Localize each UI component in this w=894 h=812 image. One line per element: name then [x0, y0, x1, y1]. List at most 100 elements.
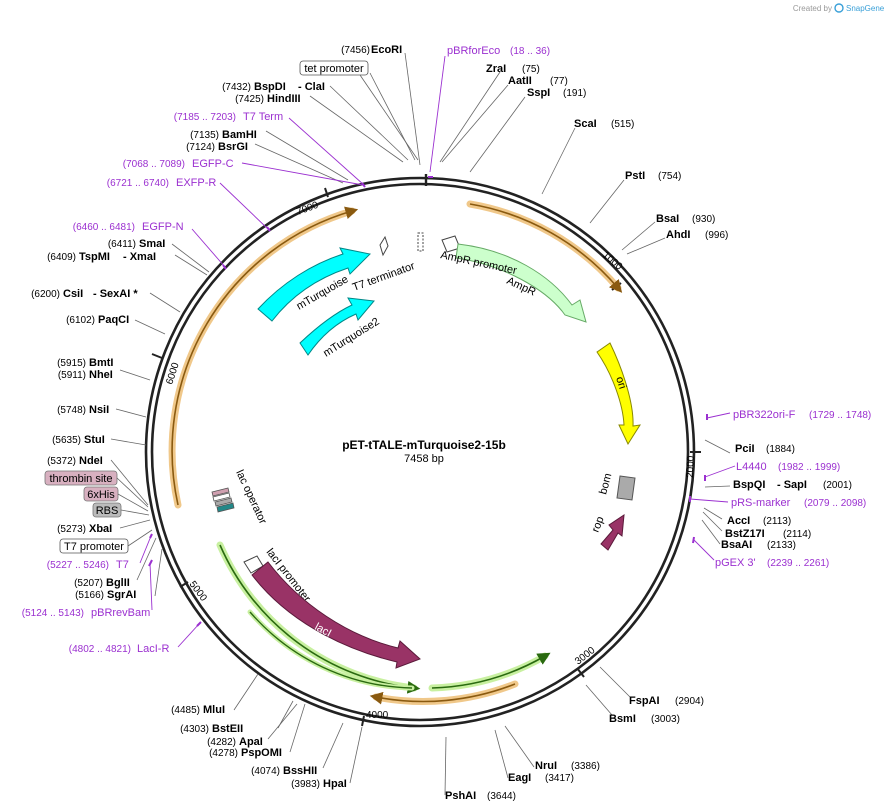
primer-egfp-n-range: (6460 .. 6481) [73, 222, 135, 233]
t7-terminator-symbol [379, 235, 389, 257]
tet-promoter-label: tet promoter [304, 63, 364, 75]
site-bmti-pos: (5915) [57, 358, 86, 369]
site-pshai-pos: (3644) [487, 791, 516, 802]
mturquoise-arrow [257, 247, 372, 322]
thrombin-site-box: thrombin site [44, 470, 149, 508]
site-ecori-pos: (7456) [341, 45, 370, 56]
lac-operator-blocks [211, 487, 235, 513]
site-tspmi-name: TspMI [79, 251, 110, 263]
primer-t7term-range: (7185 .. 7203) [174, 112, 236, 123]
primer-l4440-name: L4440 [736, 461, 767, 473]
site-bspdi-pos: (7432) [222, 82, 251, 93]
primer-pbr322ori-range: (1729 .. 1748) [809, 410, 871, 421]
site-bsteii-name: BstEII [212, 723, 243, 735]
leader-lines [110, 52, 731, 796]
site-eagi-name: EagI [508, 772, 531, 784]
site-bglii-pos: (5207) [74, 578, 103, 589]
rbs-box: RBS [92, 502, 150, 518]
site-ndei-name: NdeI [79, 455, 103, 467]
site-bsteii-pos: (4303) [180, 724, 209, 735]
site-tspmi-pos: (6409) [47, 252, 76, 263]
site-Arui-name: NruI [535, 760, 557, 772]
site-bspdi-extra: - ClaI [298, 81, 325, 93]
site-bspdi-name: BspDI [254, 81, 286, 93]
t7-promoter-label: T7 promoter [64, 541, 124, 553]
primer-egfp-c-name: EGFP-C [192, 158, 234, 170]
site-sspi-name: SspI [527, 87, 550, 99]
site-bsaai-name: BsaAI [721, 539, 752, 551]
t7-promoter-box: T7 promoter [59, 529, 153, 554]
site-zrai-pos: (75) [522, 64, 540, 75]
site-bstz17i-pos: (2114) [783, 529, 811, 540]
site-sgrai-pos: (5166) [75, 590, 104, 601]
site-bsrgi-pos: (7124) [186, 142, 215, 153]
site-hpai-pos: (3983) [291, 779, 320, 790]
site-nrui-pos: (3386) [571, 761, 600, 772]
primer-l4440-range: (1982 .. 1999) [778, 462, 840, 473]
site-pspomi-pos: (4278) [209, 748, 238, 759]
plasmid-name: pET-tTALE-mTurquoise2-15b [342, 438, 506, 452]
inner-arcs [168, 200, 623, 705]
site-aatii-name: AatII [508, 75, 532, 87]
site-bsmi-name: BsmI [609, 713, 636, 725]
site-hindiii-pos: (7425) [235, 94, 264, 105]
primer-egfp-n-name: EGFP-N [142, 221, 184, 233]
site-bamhi-pos: (7135) [190, 130, 219, 141]
arc-orange-left [168, 207, 356, 509]
site-bsshii-pos: (4074) [251, 766, 280, 777]
primer-pbrrevbam-range: (5124 .. 5143) [22, 608, 84, 619]
site-bsrgi-name: BsrGI [218, 141, 248, 153]
site-ndei-pos: (5372) [47, 456, 76, 467]
tick-4000: 4000 [366, 710, 389, 721]
site-fspai-name: FspAI [629, 695, 660, 707]
primer-pbrforeco-name: pBRforEco [447, 45, 500, 57]
site-xbai-pos: (5273) [57, 524, 86, 535]
site-ahdi-pos: (996) [705, 230, 728, 241]
snapgene-logo: SnapGene [834, 3, 885, 13]
site-acci-pos: (2113) [763, 516, 791, 527]
site-paqci-name: PaqCI [98, 314, 129, 326]
ampr-arrow [455, 243, 587, 323]
site-bsshii-name: BssHII [283, 765, 317, 777]
site-bsmi-pos: (3003) [651, 714, 680, 725]
primer-egfp-c-range: (7068 .. 7089) [123, 159, 185, 170]
primer-pbrforeco-range: (18 .. 36) [510, 46, 550, 57]
site-scai-name: ScaI [574, 118, 597, 130]
site-bstz17i-name: BstZ17I [725, 528, 765, 540]
site-bspqi-extra: - SapI [777, 479, 807, 491]
site-ahdi-name: AhdI [666, 229, 690, 241]
primer-prs-marker-range: (2079 .. 2098) [804, 498, 866, 509]
site-csii-pos: (6200) [31, 289, 60, 300]
site-hindiii-name: HindIII [267, 93, 301, 105]
site-xbai-name: XbaI [89, 523, 112, 535]
site-csii-name: CsiI [63, 288, 83, 300]
primer-laci-r-name: LacI-R [137, 643, 169, 655]
site-apai-pos: (4282) [207, 737, 236, 748]
primer-pbr322ori-name: pBR322ori-F [733, 409, 796, 421]
site-apai-name: ApaI [239, 736, 263, 748]
site-nhei-pos: (5911) [58, 370, 86, 381]
t7-terminator-label: T7 terminator [351, 260, 417, 294]
site-pcii-name: PciI [735, 443, 755, 455]
arc-orange-top-right [466, 200, 622, 292]
created-by-label: Created by [793, 4, 832, 13]
his-tag-label: 6xHis [87, 489, 115, 501]
primer-exfp-r-name: EXFP-R [176, 177, 216, 189]
rop-arrow [600, 514, 625, 551]
site-bamhi-name: BamHI [222, 129, 257, 141]
site-eagi-pos: (3417) [545, 773, 574, 784]
site-aatii-pos: (77) [550, 76, 568, 87]
site-pspomi-name: PspOMI [241, 747, 282, 759]
primer-prs-marker-name: pRS-marker [731, 497, 791, 509]
site-mlui-name: MluI [203, 704, 225, 716]
ori-arrow [596, 342, 642, 446]
site-pshai-name: PshAI [445, 790, 476, 802]
site-mlui-pos: (4485) [171, 705, 200, 716]
site-paqci-pos: (6102) [66, 315, 95, 326]
site-smai-name: SmaI [139, 238, 165, 250]
site-stui-name: StuI [84, 434, 105, 446]
site-acci-name: AccI [727, 515, 750, 527]
primer-t7-range: (5227 .. 5246) [47, 560, 109, 571]
primer-leader-lines [139, 55, 736, 648]
